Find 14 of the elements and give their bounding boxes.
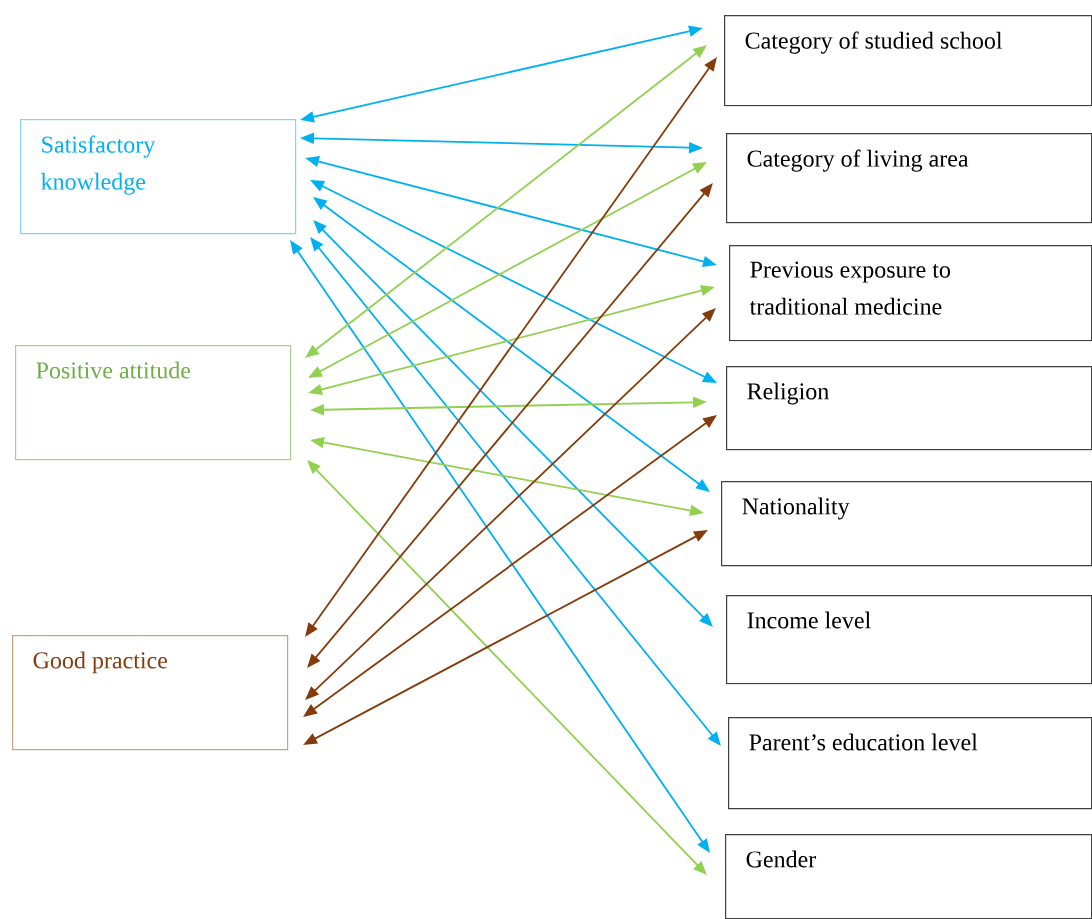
factor-box: Income level (726, 595, 1092, 685)
factor-box: Religion (726, 366, 1092, 451)
arrow (313, 220, 713, 627)
arrow (307, 460, 707, 875)
factor-box: Nationality (721, 481, 1092, 567)
factor-box: Parent’s education level (728, 717, 1092, 810)
arrow (305, 308, 716, 700)
factor-box: Previous exposure to traditional medicine (729, 245, 1092, 342)
factor-box: Good practice (12, 635, 289, 751)
factor-box: Positive attitude (15, 345, 292, 461)
factor-box: Satisfactory knowledge (20, 119, 297, 235)
factor-box: Gender (725, 834, 1092, 919)
factor-box: Category of living area (726, 133, 1092, 224)
factor-box: Category of studied school (724, 15, 1092, 107)
